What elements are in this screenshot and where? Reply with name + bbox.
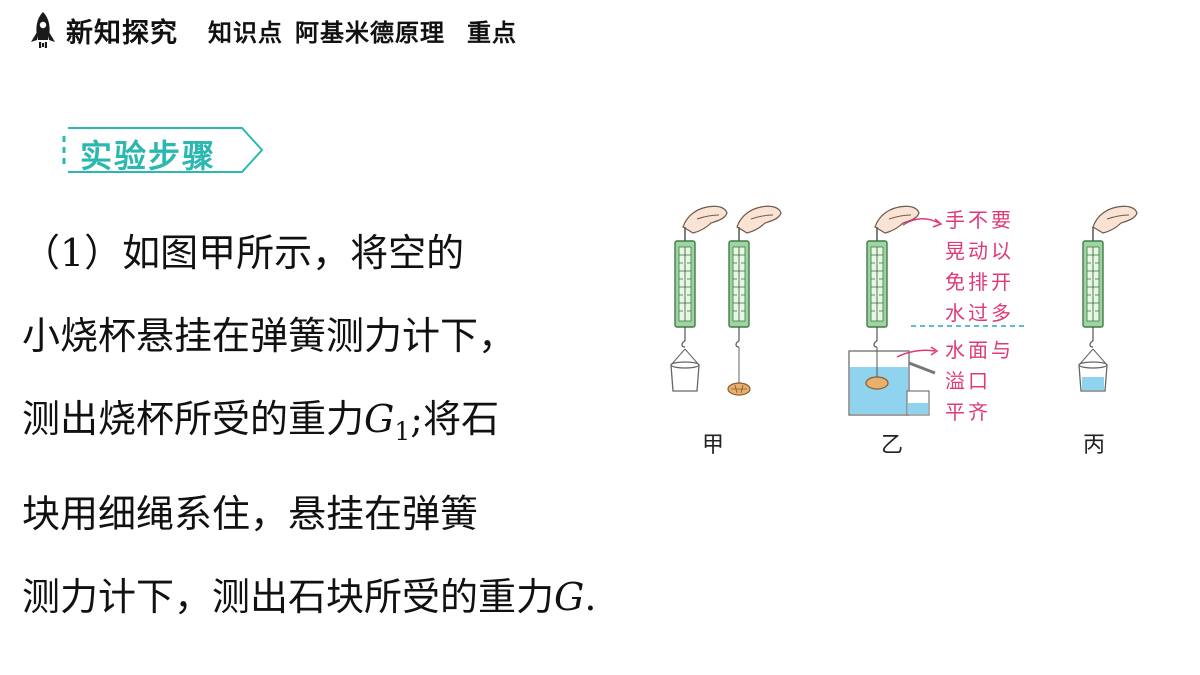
paragraph-line-5: 测力计下，测出石块所受的重力G. [22,556,722,639]
caption-yi: 乙 [881,433,904,458]
line5-tail: . [584,575,597,619]
note-water-level: 水面与 溢口 平齐 [945,335,1014,428]
spring-scale-4 [1082,226,1104,348]
note-line: 晃动以 [945,239,1014,263]
symbol-g1: G1 [364,397,410,446]
caption-bing: 丙 [1083,433,1106,458]
experiment-figure: 甲 乙 丙 手不要 晃动以 免排开 水过多 水面与 溢口 平齐 [665,195,1165,465]
header-bar: 新知探究 知识点 阿基米德原理 重点 [26,10,517,50]
paragraph-line-1: （1）如图甲所示，将空的 [22,231,465,275]
line3-tail: ;将石 [410,397,500,441]
step-paragraph: （1）如图甲所示，将空的 小烧杯悬挂在弹簧测力计下， 测出烧杯所受的重力G1;将… [22,212,722,639]
note-line: 水过多 [945,301,1014,325]
importance-badge: 重点 [467,18,517,47]
page-title: 新知探究 [66,17,178,49]
paragraph-line-4: 块用细绳系住，悬挂在弹簧 [22,492,479,536]
section-tag-label: 实验步骤 [80,137,217,175]
spring-scale-1 [674,226,696,348]
topic-name: 阿基米德原理 [295,18,445,47]
note-hand-steady: 手不要 晃动以 免排开 水过多 [945,205,1014,329]
spring-scale-3 [866,226,888,348]
note-line: 免排开 [945,270,1014,294]
section-tag: 实验步骤 [60,126,266,175]
paragraph-line-2: 小烧杯悬挂在弹簧测力计下， [22,314,517,358]
note-line: 平齐 [945,400,991,424]
note-line: 溢口 [945,369,991,393]
symbol-g-stone: G [554,575,585,619]
line5-text: 测力计下，测出石块所受的重力 [22,575,555,619]
hand-icon [682,205,728,234]
rocket-icon [31,12,55,48]
tag-frame [62,127,264,173]
caption-jia: 甲 [702,433,725,458]
experiment-illustration [670,205,1138,416]
note-line: 水面与 [945,338,1014,362]
symbol-g: G [364,397,395,441]
paragraph-line-3: 测出烧杯所受的重力G1;将石 [22,378,722,473]
spring-scale-2 [728,226,750,348]
note-line: 手不要 [945,208,1014,232]
topic-label: 知识点 [208,18,283,47]
subscript-1: 1 [394,417,411,446]
line3-text: 测出烧杯所受的重力 [22,397,365,441]
